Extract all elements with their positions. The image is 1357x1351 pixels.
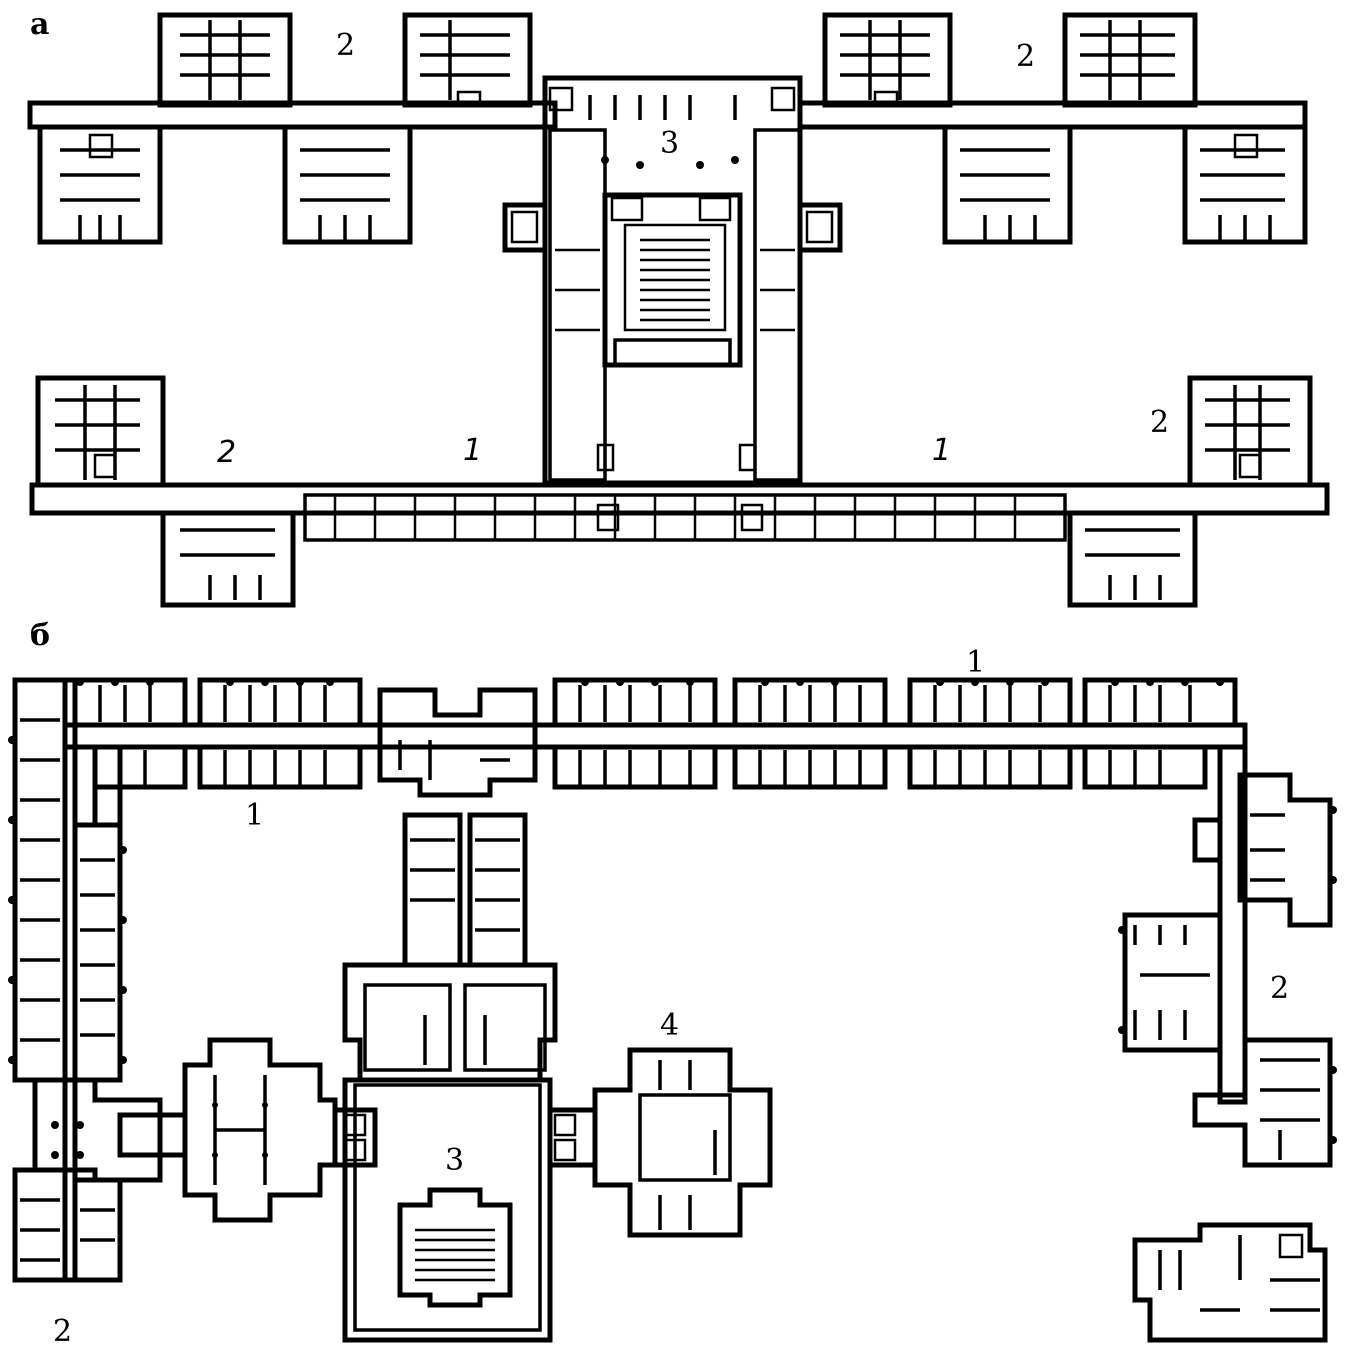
b-label-2-bottom: 2 [53,1314,72,1349]
a-wing-lower-right-bottom [1067,510,1198,608]
plan-a: а [27,7,1330,608]
a-label-2-bottom-right: 2 [1150,405,1169,440]
b-top-block-1 [72,677,188,790]
a-wing-upper-left-2 [157,12,293,108]
plan-a-letter: а [30,7,49,42]
b-right-wing [1122,744,1333,1168]
b-top-block-2 [197,677,363,790]
b-label-3: 3 [445,1143,464,1178]
a-wing-lower-left-bottom [160,510,296,608]
a-lower-corridor [29,482,1330,516]
a-wing-upper-left-1 [37,124,163,245]
plan-b: б [8,618,1337,1349]
a-wing-upper-right-4 [1182,124,1308,245]
b-left-hall [12,1077,163,1283]
b-top-block-4 [552,677,718,790]
b-top-block-3 [377,687,538,798]
a-wing-upper-left-3 [282,124,413,245]
a-label-2-top-right: 2 [1016,39,1035,74]
b-top-block-6 [907,677,1073,790]
a-classroom-row [303,493,1067,542]
b-label-1-top: 1 [966,645,985,680]
b-label-4: 4 [660,1008,679,1043]
a-label-3: 3 [660,126,679,161]
b-facade-dots [8,678,1337,1144]
b-top-corridor [62,722,1248,750]
a-wing-upper-right-3 [1062,12,1198,108]
plan-b-letter: б [30,618,50,653]
b-top-block-7 [1082,677,1238,790]
a-label-2-top-left: 2 [336,28,355,63]
b-bottom-right-block [1132,1222,1328,1343]
a-wing-lower-right-top [1187,375,1313,488]
b-block-4 [547,1047,773,1238]
a-wing-lower-left-top [35,375,166,488]
a-label-1-left: 1 [463,433,482,468]
b-label-1-inner: 1 [245,798,264,833]
a-wing-upper-right-1 [822,12,953,108]
b-central-block [342,812,558,1343]
a-wing-upper-left-4 [402,12,533,108]
a-label-1-right: 1 [932,433,951,468]
b-top-block-5 [732,677,888,790]
a-central-block [502,75,843,486]
b-label-2-right: 2 [1270,971,1289,1006]
a-wing-upper-right-2 [942,124,1073,245]
a-label-2-bottom-left: 2 [217,435,236,470]
